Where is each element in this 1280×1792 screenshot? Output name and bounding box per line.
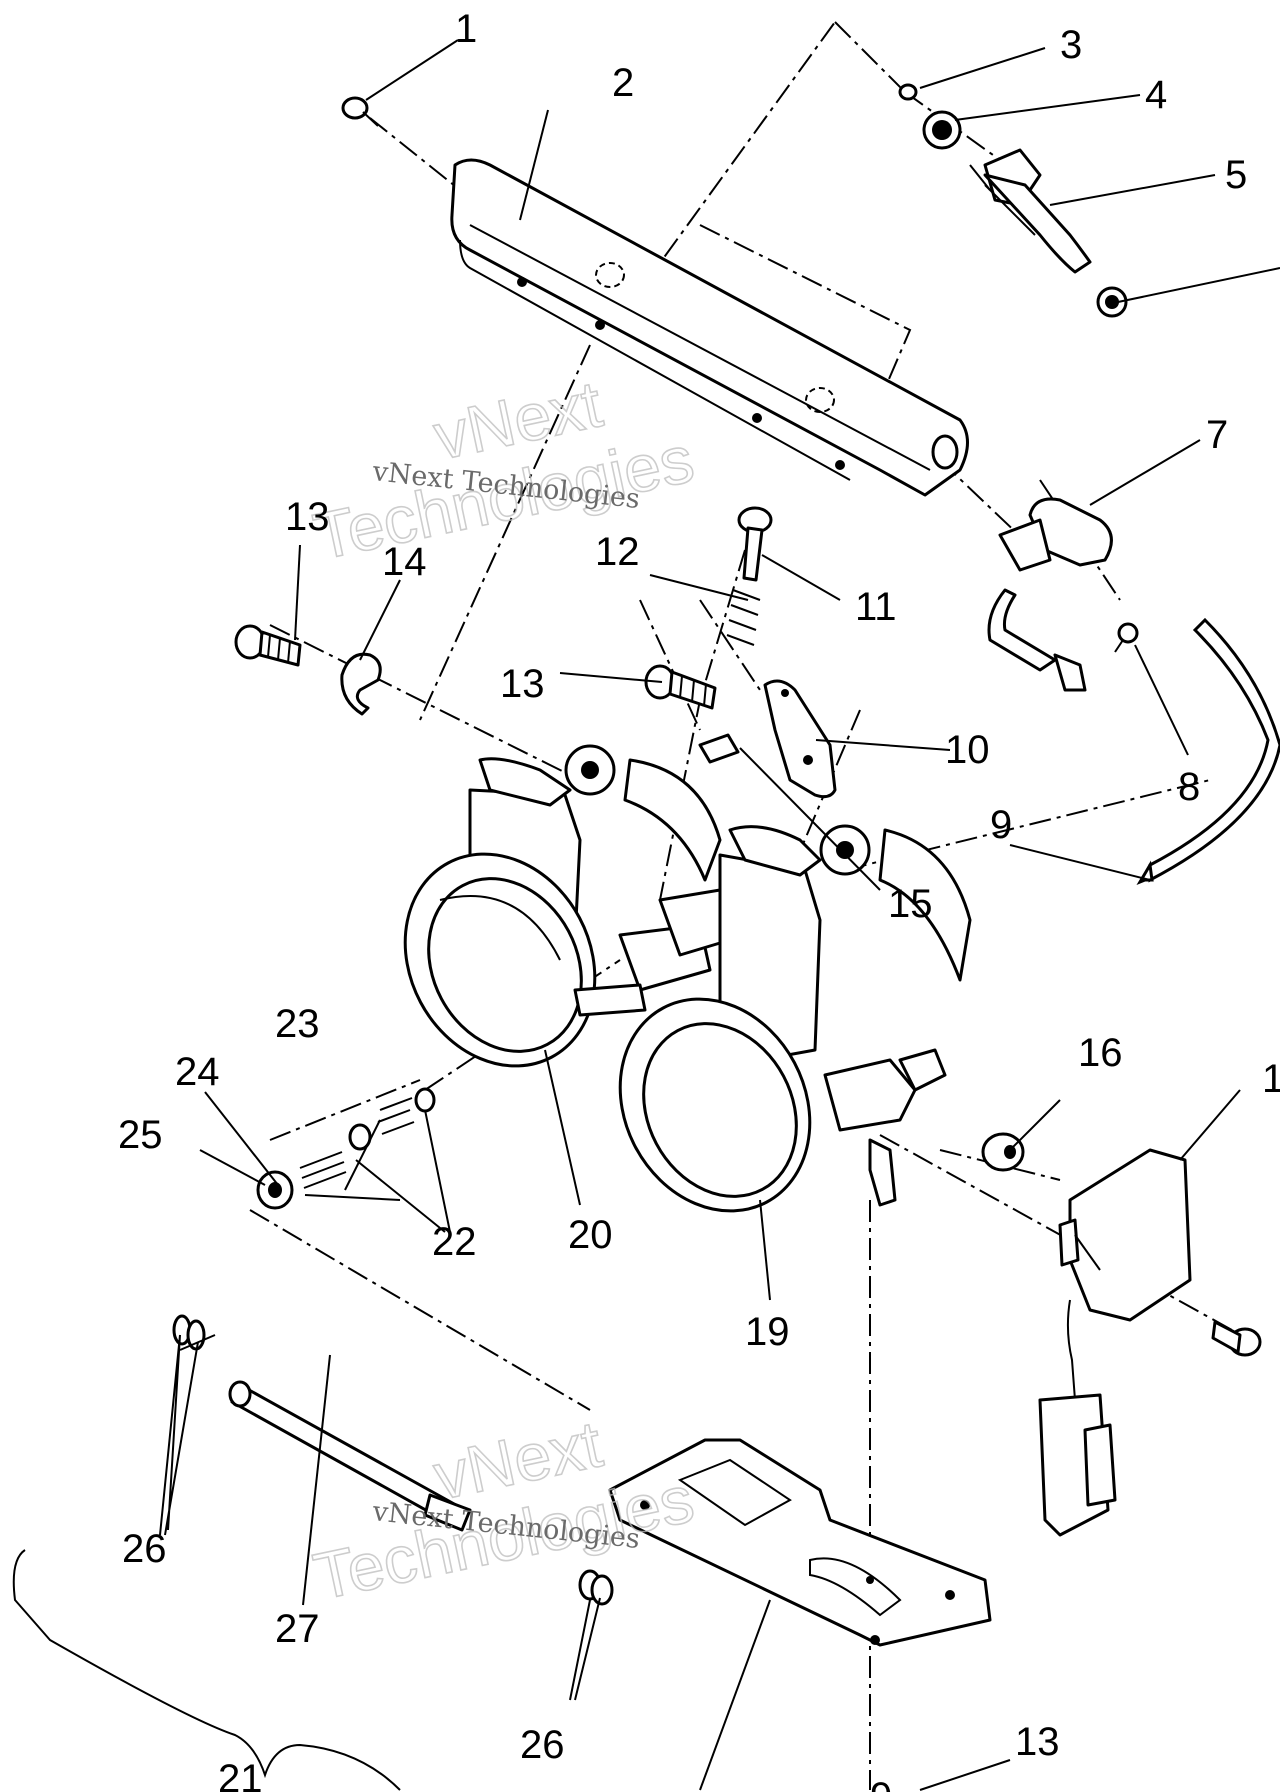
callout-8: 8 [1178, 765, 1200, 809]
pin [698, 733, 740, 764]
callout-4: 4 [1145, 73, 1167, 117]
callout-2: 2 [612, 61, 634, 105]
vacuum-hose [1136, 617, 1280, 886]
clip [340, 652, 382, 716]
washer [981, 1132, 1025, 1172]
fuel-rail [450, 158, 969, 497]
callout-27: 27 [275, 1607, 320, 1651]
callout-24: 24 [175, 1050, 220, 1094]
bolt [644, 664, 717, 710]
callout-13: 13 [1015, 1720, 1060, 1764]
callout-15: 15 [888, 882, 933, 926]
callout-11: 11 [855, 585, 897, 629]
leader-lines [159, 39, 1280, 1791]
screw [341, 96, 379, 127]
callout-23: 23 [275, 1002, 320, 1046]
callout-14: 14 [382, 540, 427, 584]
callout-22: 22 [432, 1220, 477, 1264]
callout-1-partial: 1 [1262, 1057, 1280, 1101]
callout-5: 5 [1225, 153, 1247, 197]
callout-13: 13 [500, 662, 545, 706]
pressure-regulator [987, 497, 1113, 692]
callout-21: 21 [218, 1757, 263, 1792]
callout-3: 3 [1060, 23, 1082, 67]
callout-10: 10 [945, 728, 990, 772]
throttle-position-sensor [1038, 1148, 1192, 1537]
throttle-body-assembly [403, 744, 972, 1213]
bracket-brace-21 [12, 1549, 401, 1791]
regulator-screw [1114, 622, 1139, 653]
callout-9-partial: 9 [870, 1775, 892, 1792]
callout-9: 9 [990, 803, 1012, 847]
callout-16: 16 [1078, 1031, 1123, 1075]
callout-1: 1 [455, 7, 477, 51]
callout-12: 12 [595, 530, 640, 574]
callout-7: 7 [1206, 413, 1228, 457]
throttle-shaft [172, 1314, 614, 1606]
callout-13: 13 [285, 495, 330, 539]
callout-26: 26 [520, 1723, 565, 1767]
bolt [1211, 1320, 1262, 1357]
idle-screw [726, 506, 773, 646]
base-plate [608, 1438, 992, 1647]
callouts: 1 2 3 4 5 7 8 9 10 11 12 13 13 13 14 15 … [118, 7, 1280, 1792]
callout-26: 26 [122, 1527, 167, 1571]
callout-25: 25 [118, 1113, 163, 1157]
callout-19: 19 [745, 1310, 790, 1354]
bolt [234, 624, 302, 667]
assembly-lines [249, 21, 1251, 1790]
callout-20: 20 [568, 1213, 613, 1257]
bracket [763, 679, 837, 799]
fuel-injector-set [898, 83, 1128, 318]
